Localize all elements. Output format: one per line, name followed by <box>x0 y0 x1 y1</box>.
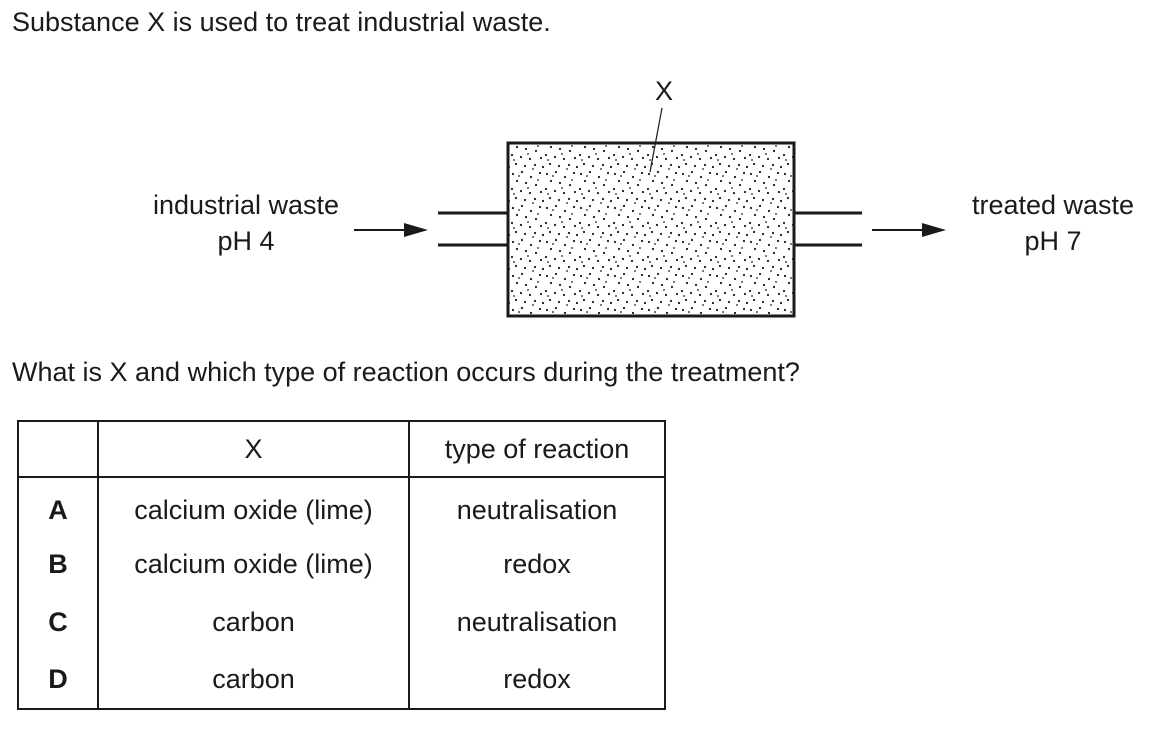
outlet-label-line1: treated waste <box>972 190 1134 220</box>
option-reaction: redox <box>503 548 571 579</box>
treatment-diagram: X industrial waste pH 4 treated waste pH… <box>153 76 1134 318</box>
inlet-pipe <box>438 211 508 247</box>
option-x: carbon <box>98 593 410 651</box>
answer-options-table: X type of reaction A calcium oxide (lime… <box>17 420 666 710</box>
table-row-d: D carbon redox <box>18 651 665 709</box>
option-reaction: neutralisation <box>456 606 618 637</box>
table-row-a: A calcium oxide (lime) neutralisation <box>18 477 665 535</box>
label-x: X <box>655 76 673 106</box>
header-type-of-reaction: type of reaction <box>409 421 665 478</box>
option-letter: C <box>18 593 99 651</box>
header-blank <box>18 421 99 478</box>
table-row-c: C carbon neutralisation <box>18 593 665 651</box>
option-x: carbon <box>98 651 410 709</box>
table-row-b: B calcium oxide (lime) redox <box>18 535 665 593</box>
outlet-arrow <box>872 223 946 237</box>
option-x: calcium oxide (lime) <box>98 535 410 593</box>
outlet-label-line2: pH 7 <box>1024 226 1081 256</box>
intro-text: Substance X is used to treat industrial … <box>12 7 551 37</box>
table-header-row: X type of reaction <box>18 421 665 478</box>
outlet-pipe <box>794 211 862 247</box>
option-letter: B <box>18 535 99 593</box>
option-letter: A <box>18 477 99 535</box>
option-letter: D <box>18 651 99 709</box>
option-reaction: redox <box>503 664 571 694</box>
option-reaction: neutralisation <box>456 495 618 525</box>
inlet-label-line1: industrial waste <box>153 190 339 220</box>
question-text: What is X and which type of reaction occ… <box>12 357 800 387</box>
inlet-arrow <box>354 223 428 237</box>
option-x: calcium oxide (lime) <box>98 477 410 535</box>
header-x: X <box>98 421 410 478</box>
substance-x-container <box>506 141 796 318</box>
inlet-label-line2: pH 4 <box>217 226 274 256</box>
